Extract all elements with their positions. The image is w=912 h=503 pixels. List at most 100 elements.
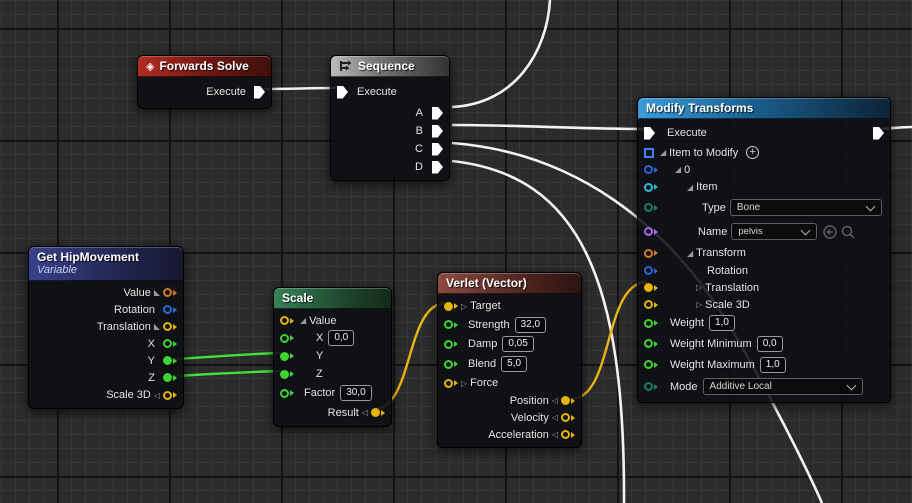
node-title: Modify Transforms [646,101,754,115]
pin-blend[interactable] [444,359,458,369]
expander-collapsed-icon[interactable]: ▷ [696,300,703,309]
node-header[interactable]: Sequence [331,56,449,77]
pin-scale3d[interactable] [644,300,658,309]
pin-label-name: Name [698,225,728,238]
pin-type[interactable] [644,203,658,212]
expander-expanded-icon[interactable]: ◢ [675,165,682,174]
expander-collapsed-icon[interactable]: ▷ [696,283,703,292]
pin-transform[interactable] [644,248,658,258]
exec-input-pin[interactable] [644,126,655,140]
exec-output-pin-d[interactable] [432,160,443,174]
pin-damp[interactable] [444,339,458,349]
node-header[interactable]: Scale [274,288,391,309]
blend-value-field[interactable]: 5,0 [501,356,528,372]
pin-x-out[interactable] [163,339,177,348]
damp-value-field[interactable]: 0,05 [502,336,534,352]
expander-collapsed-icon[interactable]: ◁ [551,413,558,422]
wire-vector-position-translation[interactable] [570,280,648,401]
pin-index0[interactable] [644,165,658,174]
expander-collapsed-icon[interactable]: ▷ [461,378,468,388]
exec-output-pin-c[interactable] [432,142,443,156]
pick-and-browse-icons[interactable] [822,224,858,240]
node-sequence[interactable]: Sequence Execute A B C D [330,55,450,181]
weight-value-field[interactable]: 1,0 [709,315,735,331]
pin-item[interactable] [644,182,658,192]
pin-velocity-out[interactable] [561,413,575,422]
pin-translation[interactable] [644,283,658,292]
wire-float-y[interactable] [172,351,284,361]
strength-value-field[interactable]: 32,0 [514,316,547,333]
pin-y-out[interactable] [163,356,177,365]
pin-rotation[interactable] [644,266,658,275]
wire-exec-sequence-b-modifytransforms[interactable] [451,123,646,131]
factor-value-field[interactable]: 30,0 [340,385,372,401]
pin-z-out[interactable] [163,373,177,382]
node-header[interactable]: Modify Transforms [638,98,890,119]
pin-y[interactable] [280,351,294,361]
wire-float-z[interactable] [172,369,284,378]
pin-force[interactable] [444,378,458,388]
expander-collapsed-icon[interactable]: ◁ [551,396,558,405]
x-value-field[interactable]: 0,0 [328,330,355,346]
expander-expanded-icon[interactable]: ◢ [660,148,667,157]
expander-expanded-icon[interactable]: ◣ [153,288,160,297]
pin-label-execute: Execute [357,86,397,98]
pin-acceleration-out[interactable] [561,430,575,439]
wire-exec-sequence-a[interactable] [451,0,552,109]
pin-rotation-out[interactable] [163,305,177,314]
node-forwards-solve[interactable]: ◈ Forwards Solve Execute [137,55,272,109]
node-scale[interactable]: Scale ◢ Value X 0,0 Y Z Fa [273,287,392,427]
pin-weight[interactable] [644,318,658,328]
exec-input-pin[interactable] [337,85,348,99]
name-dropdown[interactable]: pelvis [731,223,818,240]
pin-translation-out[interactable] [163,322,177,331]
pin-label-a: A [415,107,423,119]
pin-label-damp: Damp [468,338,498,350]
pin-z[interactable] [280,369,294,379]
pin-weight-minimum[interactable] [644,339,658,348]
exec-output-pin-b[interactable] [432,124,443,138]
node-header[interactable]: ◈ Forwards Solve [138,56,271,77]
pin-factor[interactable] [280,388,294,398]
pin-label-weight-maximum: Weight Maximum [670,358,755,371]
array-pin-item-to-modify[interactable] [644,147,654,158]
node-header[interactable]: Get HipMovement Variable [29,247,183,281]
mode-dropdown[interactable]: Additive Local [702,378,863,395]
node-modify-transforms[interactable]: Modify Transforms Execute ◢ Item to Modi… [637,97,891,403]
expander-expanded-icon[interactable]: ◢ [300,316,307,325]
pin-strength[interactable] [444,320,458,329]
expander-collapsed-icon[interactable]: ◁ [361,408,368,417]
pin-x[interactable] [280,333,294,343]
pin-value-out[interactable] [163,288,177,297]
pin-label-translation: Translation [96,320,151,333]
pin-target[interactable] [444,301,458,311]
type-dropdown[interactable]: Bone [729,199,882,216]
wire-exec-sequence-d[interactable] [451,159,626,503]
pin-position-out[interactable] [561,396,575,405]
pin-value[interactable] [280,316,294,325]
pin-mode[interactable] [644,382,658,391]
pin-weight-maximum[interactable] [644,360,658,369]
expander-collapsed-icon[interactable]: ◁ [551,430,558,439]
exec-output-pin-a[interactable] [432,106,443,120]
pin-result-out[interactable] [371,408,385,417]
node-verlet-vector[interactable]: Verlet (Vector) ▷ Target Strength 32,0 D… [437,272,582,448]
pin-name[interactable] [644,227,658,236]
pin-label-b: B [415,125,423,137]
node-header[interactable]: Verlet (Vector) [438,273,581,294]
node-title: Scale [282,291,314,305]
expander-collapsed-icon[interactable]: ▷ [461,301,468,311]
pin-scale3d-out[interactable] [163,390,177,400]
expander-expanded-icon[interactable]: ◢ [687,182,694,192]
add-array-element-icon[interactable]: + [746,146,760,159]
weight-minimum-value-field[interactable]: 0,0 [756,335,783,352]
node-get-hipmovement[interactable]: Get HipMovement Variable Value ◣ Rotatio… [28,246,184,409]
exec-output-pin[interactable] [254,85,265,99]
expander-expanded-icon[interactable]: ◢ [687,248,694,258]
expander-expanded-icon[interactable]: ◣ [153,322,160,331]
expander-collapsed-icon[interactable]: ◁ [153,390,160,400]
exec-output-pin[interactable] [873,126,884,140]
wire-exec-forwardssolve-sequence[interactable] [261,86,340,91]
weight-maximum-value-field[interactable]: 1,0 [759,356,786,373]
